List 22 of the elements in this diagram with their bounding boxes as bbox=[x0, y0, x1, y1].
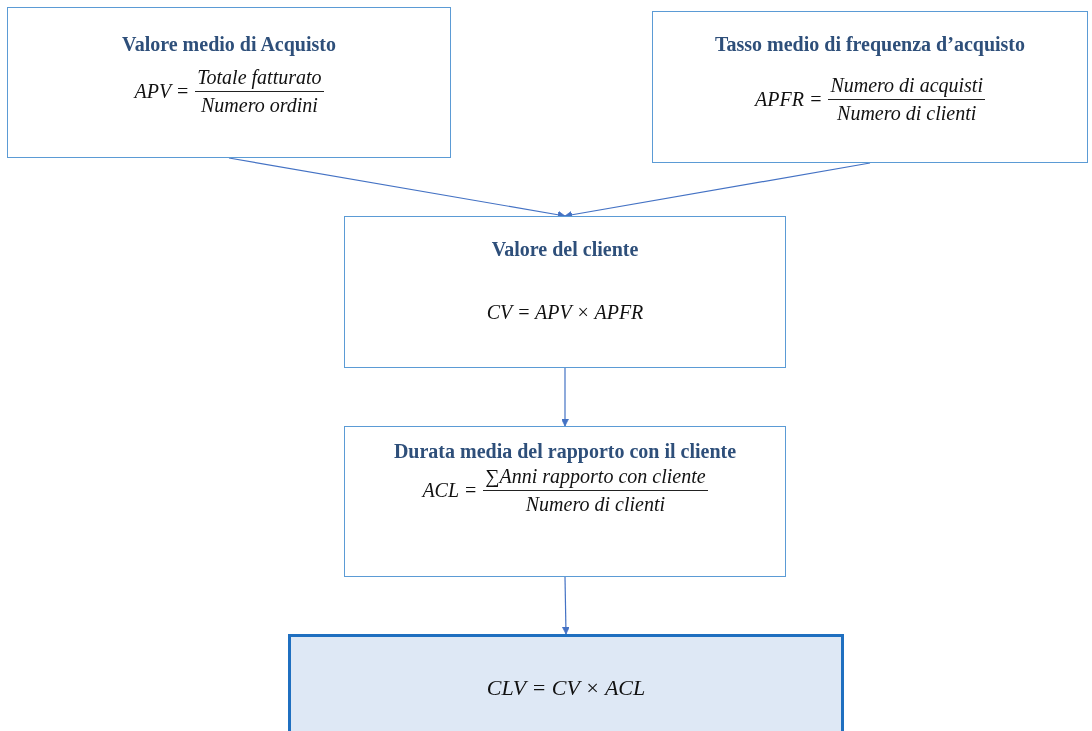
process-box bbox=[344, 216, 786, 368]
fraction-numerator: Totale fatturato bbox=[195, 66, 324, 92]
fraction-denominator: Numero di clienti bbox=[837, 101, 977, 125]
formula-lhs: APFR = bbox=[755, 88, 823, 111]
fraction-numerator: ∑Anni rapporto con cliente bbox=[483, 465, 708, 491]
process-box bbox=[652, 11, 1088, 163]
fraction-numerator: Numero di acquisti bbox=[828, 74, 985, 100]
box-heading: Durata media del rapporto con il cliente bbox=[393, 439, 737, 463]
box-heading: Tasso medio di frequenza d’acquisto bbox=[714, 32, 1026, 56]
box-heading: Valore del cliente bbox=[491, 237, 639, 261]
formula: CV = APV × APFR bbox=[486, 301, 644, 324]
arrow bbox=[561, 367, 569, 427]
formula: CLV = CV × ACL bbox=[486, 675, 646, 701]
fraction-denominator: Numero ordini bbox=[200, 93, 318, 117]
process-box bbox=[344, 426, 786, 577]
formula-lhs: ACL = bbox=[422, 479, 478, 502]
result-box bbox=[288, 634, 844, 731]
box-heading: Valore medio di Acquisto bbox=[122, 32, 336, 56]
fraction-denominator: Numero di clienti bbox=[525, 492, 666, 516]
formula-lhs: APV = bbox=[134, 80, 190, 103]
process-box bbox=[7, 7, 451, 158]
arrow bbox=[562, 576, 570, 635]
